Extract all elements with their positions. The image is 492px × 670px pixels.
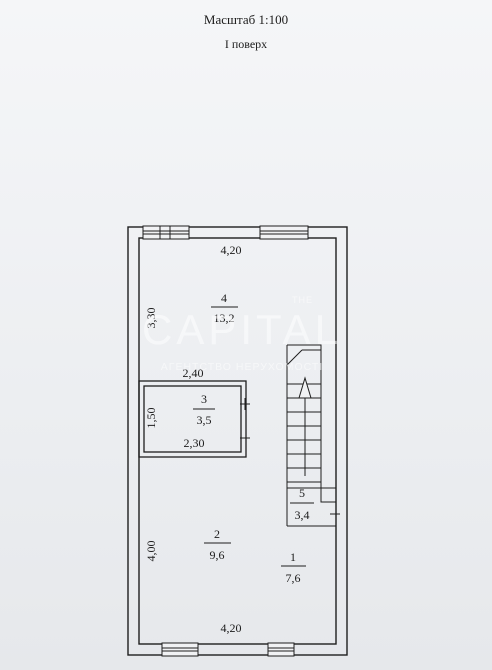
svg-text:9,6: 9,6	[210, 548, 225, 562]
watermark-tagline: АГЕНТСТВО НЕРУХОМОСТІ	[161, 361, 323, 373]
scale-label: Масштаб 1:100	[203, 12, 289, 27]
watermark: THE CAPITAL АГЕНТСТВО НЕРУХОМОСТІ	[142, 295, 342, 373]
svg-text:13,2: 13,2	[214, 311, 235, 325]
svg-text:5: 5	[299, 486, 305, 500]
watermark-prefix: THE	[292, 295, 313, 305]
room3-walls	[138, 380, 247, 458]
dim-room3-bottom: 2,30	[184, 436, 205, 450]
window-top	[142, 225, 309, 240]
floor-label: I поверх	[224, 37, 268, 51]
window-bottom	[161, 642, 295, 657]
room-3-label: 3 3,5	[193, 392, 215, 427]
room-2-label: 2 9,6	[204, 527, 231, 562]
svg-text:1: 1	[290, 550, 296, 564]
svg-text:2: 2	[214, 527, 220, 541]
room-1-label: 1 7,6	[281, 550, 306, 585]
svg-text:3,5: 3,5	[197, 413, 212, 427]
dim-room3-height: 1,50	[144, 408, 158, 429]
svg-text:3: 3	[201, 392, 207, 406]
svg-text:7,6: 7,6	[286, 571, 301, 585]
room3-door	[240, 398, 250, 439]
dim-room2-height: 4,00	[144, 541, 158, 562]
svg-text:4: 4	[221, 291, 227, 305]
dim-bottom-width: 4,20	[221, 621, 242, 635]
dim-room4-height: 3,30	[144, 308, 158, 329]
staircase	[286, 344, 336, 527]
watermark-brand: CAPITAL	[142, 306, 342, 353]
exterior-walls	[127, 226, 348, 656]
svg-text:3,4: 3,4	[295, 508, 310, 522]
room-4-label: 4 13,2	[211, 291, 238, 325]
room-5-label: 5 3,4	[290, 486, 314, 522]
dim-room3-top: 2,40	[183, 366, 204, 380]
dim-top-width: 4,20	[221, 243, 242, 257]
